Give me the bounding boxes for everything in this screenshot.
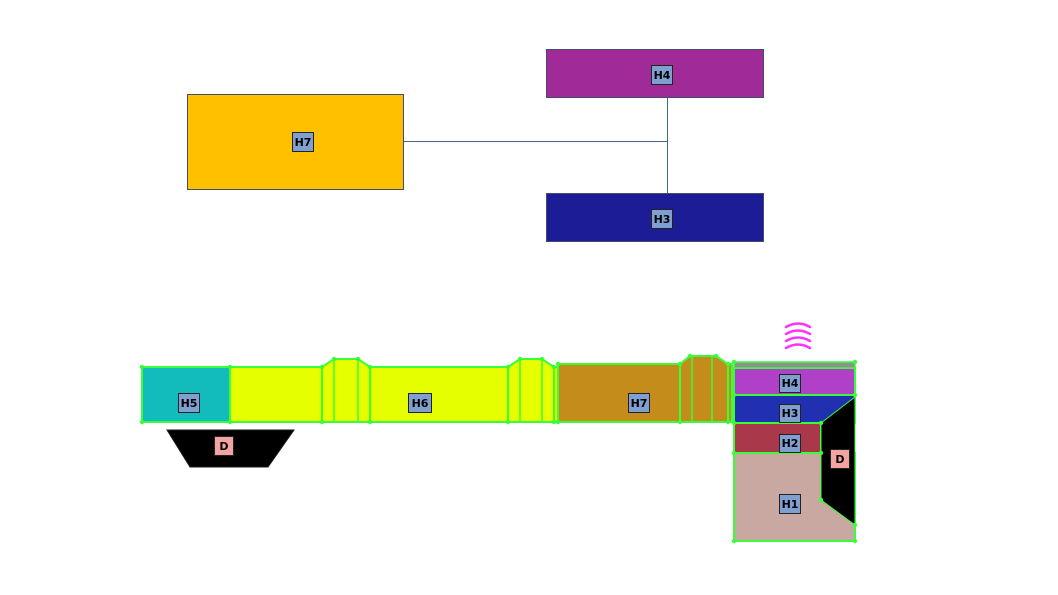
zone-d-left-label: D [214, 436, 234, 456]
zone-h1-label: H1 [779, 494, 801, 514]
zone-h6-bump-right [507, 358, 555, 423]
zone-h5-label: H5 [178, 393, 200, 413]
connector-h7-to-trunk [403, 141, 668, 142]
zone-h4-top-strip [733, 361, 856, 369]
top-block-h7[interactable]: H7 [187, 94, 404, 190]
zone-h3-label: H3 [779, 404, 801, 423]
zone-h7-bump [679, 355, 729, 423]
coil-fixture-icon [784, 322, 812, 350]
zone-h6[interactable] [229, 366, 559, 423]
zone-h4-label: H4 [779, 374, 801, 393]
zone-h2[interactable] [733, 422, 822, 454]
zone-d-right-label: D [830, 449, 850, 469]
top-block-h4-label: H4 [651, 65, 673, 85]
top-block-h3[interactable]: H3 [546, 193, 764, 242]
zone-h2-label: H2 [779, 434, 801, 453]
zone-h6-bump-left [321, 358, 371, 423]
connector-trunk-vertical [667, 97, 668, 193]
zone-h7-label: H7 [628, 393, 650, 413]
top-block-h3-label: H3 [651, 209, 673, 229]
top-block-h4[interactable]: H4 [546, 49, 764, 98]
top-block-h7-label: H7 [292, 132, 314, 152]
zone-h6-label: H6 [408, 393, 432, 413]
vertex-markers [139, 353, 858, 544]
